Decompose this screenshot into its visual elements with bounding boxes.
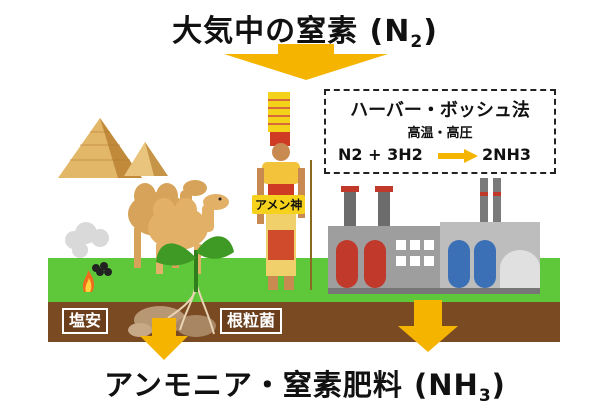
soil xyxy=(48,302,560,342)
ammonia-fertilizer-title: アンモニア・窒素肥料 (NH3) xyxy=(0,362,610,406)
reactant-h2: 3H2 xyxy=(387,145,423,164)
top-title-sub: 2 xyxy=(410,32,423,52)
equation-reactants: N2 + 3H2 xyxy=(338,145,423,164)
salt-label: 塩安 xyxy=(62,308,108,334)
haber-bosch-box: ハーバー・ボッシュ法 高温・高圧 N2 + 3H2 2NH3 xyxy=(324,89,556,174)
atmospheric-nitrogen-title: 大気中の窒素 (N2) xyxy=(0,6,610,52)
process-name: ハーバー・ボッシュ法 xyxy=(326,96,554,122)
top-title-main: 大気中の窒素 (N xyxy=(172,14,410,49)
top-title-close: ) xyxy=(423,14,438,49)
pyramids xyxy=(58,118,168,178)
plus-sign: + xyxy=(368,145,381,164)
process-conditions: 高温・高圧 xyxy=(326,122,554,141)
reactant-n2: N2 xyxy=(338,145,363,164)
bottom-title-main: アンモニア・窒素肥料 (NH xyxy=(104,368,479,402)
product-nh3: 2NH3 xyxy=(482,145,531,164)
factory xyxy=(328,178,540,294)
reaction-arrow-icon xyxy=(438,149,478,163)
bottom-title-sub: 3 xyxy=(479,386,492,406)
smoke xyxy=(65,222,109,258)
root-bacteria-label: 根粒菌 xyxy=(220,308,282,334)
bottom-title-close: ) xyxy=(492,368,506,402)
amen-label: アメン神 xyxy=(252,195,305,214)
